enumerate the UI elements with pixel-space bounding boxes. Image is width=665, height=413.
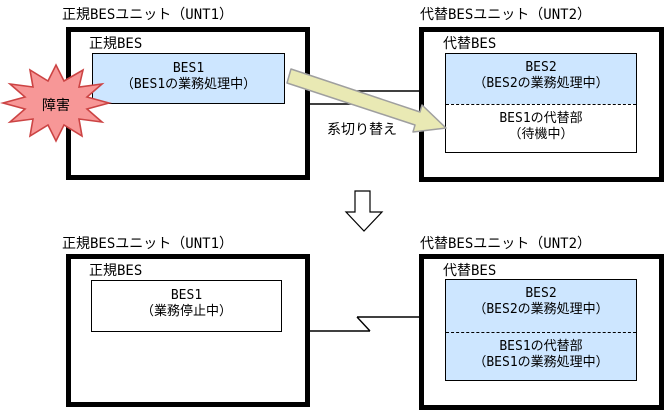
before-bes1-alt-section: BES1の代替部 （待機中） xyxy=(446,104,636,152)
before-alternate-unit-label: 代替BES xyxy=(443,36,497,52)
before-bes2-status: （BES2の業務処理中） xyxy=(473,76,609,91)
after-bes1-alt-name: BES1の代替部 xyxy=(499,339,583,354)
failure-label: 障害 xyxy=(42,98,70,114)
before-bes1-status: （BES1の業務処理中） xyxy=(120,77,257,92)
before-bes1-alt-status: （待機中） xyxy=(508,127,574,142)
after-bes1-status: （業務停止中） xyxy=(140,304,232,319)
switchover-label: 系切り替え xyxy=(327,122,397,138)
after-bes1-alt-section: BES1の代替部 （BES1の業務処理中） xyxy=(446,332,636,380)
before-alternate-unit-title: 代替BESユニット（UNT2） xyxy=(420,7,592,23)
after-bes2-name: BES2 xyxy=(525,286,557,301)
before-connection-break-line xyxy=(307,90,423,105)
before-bes1-name: BES1 xyxy=(172,61,205,76)
after-bes2-section: BES2 （BES2の業務処理中） xyxy=(446,280,636,332)
after-alternate-unit-title: 代替BESユニット（UNT2） xyxy=(420,236,592,252)
after-primary-unit-label: 正規BES xyxy=(89,263,143,279)
before-primary-unit-label: 正規BES xyxy=(89,36,143,52)
after-bes1-name: BES1 xyxy=(170,288,203,303)
after-connection-break-line xyxy=(307,316,423,332)
after-primary-unit-title: 正規BESユニット（UNT1） xyxy=(62,236,234,252)
before-bes2-name: BES2 xyxy=(525,60,557,75)
before-bes1-alt-name: BES1の代替部 xyxy=(499,111,583,126)
transition-down-arrow-icon xyxy=(344,190,384,232)
before-alternate-bes-box: BES2 （BES2の業務処理中） BES1の代替部 （待機中） xyxy=(445,53,637,153)
before-bes1-box: BES1 （BES1の業務処理中） xyxy=(92,53,285,104)
before-primary-unit-title: 正規BESユニット（UNT1） xyxy=(62,7,234,23)
after-bes2-status: （BES2の業務処理中） xyxy=(473,302,609,317)
after-bes1-box: BES1 （業務停止中） xyxy=(91,280,282,332)
after-alternate-unit-label: 代替BES xyxy=(443,263,497,279)
after-alternate-bes-box: BES2 （BES2の業務処理中） BES1の代替部 （BES1の業務処理中） xyxy=(445,279,637,381)
before-bes2-section: BES2 （BES2の業務処理中） xyxy=(446,54,636,104)
after-bes1-alt-status: （BES1の業務処理中） xyxy=(473,355,609,370)
